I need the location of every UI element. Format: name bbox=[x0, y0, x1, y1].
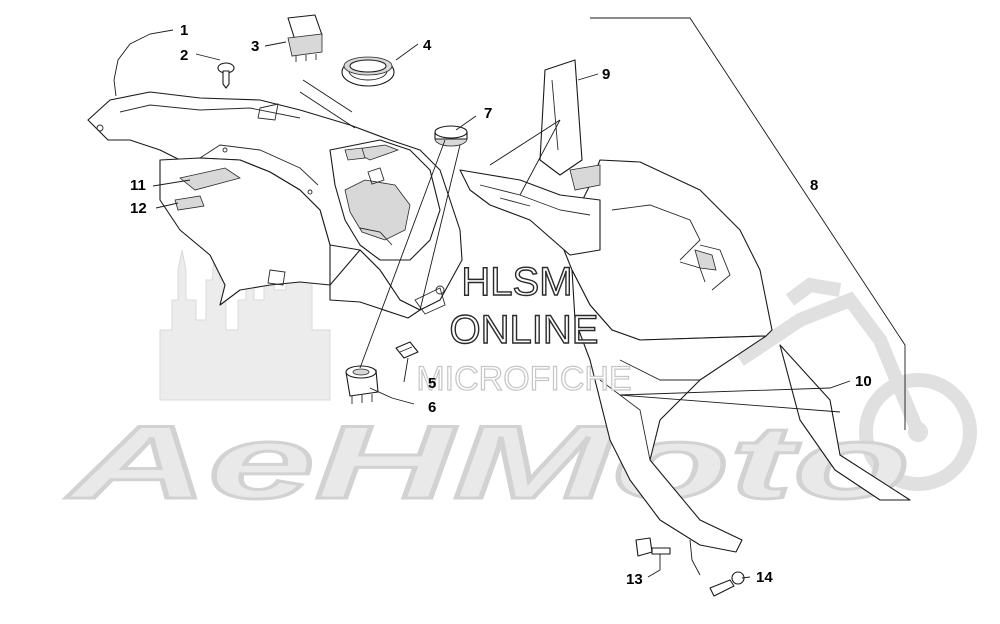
part-8-side-panel bbox=[559, 159, 773, 553]
watermark-line-online: ONLINE bbox=[450, 308, 599, 352]
watermark: AeHMoto bbox=[63, 199, 977, 523]
callout-6: 6 bbox=[428, 399, 436, 416]
callout-9: 9 bbox=[602, 66, 610, 83]
part-4-ring bbox=[341, 56, 395, 87]
part-6-ignition bbox=[345, 365, 379, 404]
center-console bbox=[459, 164, 601, 256]
callout-12: 12 bbox=[130, 200, 147, 217]
part-10-blade bbox=[779, 344, 911, 501]
part-14-pin bbox=[709, 571, 745, 597]
part-5-clip bbox=[395, 341, 419, 359]
callout-8: 8 bbox=[810, 177, 818, 194]
callout-14: 14 bbox=[756, 569, 773, 586]
callout-2: 2 bbox=[180, 47, 188, 64]
callout-3: 3 bbox=[251, 38, 259, 55]
part-11-decal bbox=[179, 167, 241, 191]
callouts: 1 2 3 4 5 6 7 8 9 10 11 12 13 14 bbox=[130, 22, 872, 588]
part-7-cap bbox=[434, 125, 468, 147]
callout-11: 11 bbox=[130, 177, 146, 194]
watermark-line-microfiche: MICROFICHE bbox=[416, 360, 631, 398]
watermark-center: HLSM ONLINE MICROFICHE bbox=[416, 259, 633, 398]
part-12-decal bbox=[174, 195, 205, 211]
callout-5: 5 bbox=[428, 375, 436, 392]
part-1-dash-panel bbox=[87, 91, 463, 319]
callout-7: 7 bbox=[484, 105, 492, 122]
motorcycle-silhouette bbox=[736, 277, 977, 491]
callout-10: 10 bbox=[855, 373, 872, 390]
part-9-fin bbox=[539, 59, 583, 176]
callout-13: 13 bbox=[626, 571, 643, 588]
part-13-latch bbox=[635, 537, 671, 557]
motorcycle-hub bbox=[908, 422, 928, 442]
callout-4: 4 bbox=[423, 37, 432, 54]
part-2-screw bbox=[217, 62, 235, 89]
callout-1: 1 bbox=[180, 22, 188, 39]
leader-lines bbox=[113, 17, 906, 579]
part-3-switch bbox=[287, 14, 323, 62]
watermark-brand: AeHMoto bbox=[64, 405, 910, 521]
watermark-line-hlsm: HLSM bbox=[461, 260, 572, 304]
